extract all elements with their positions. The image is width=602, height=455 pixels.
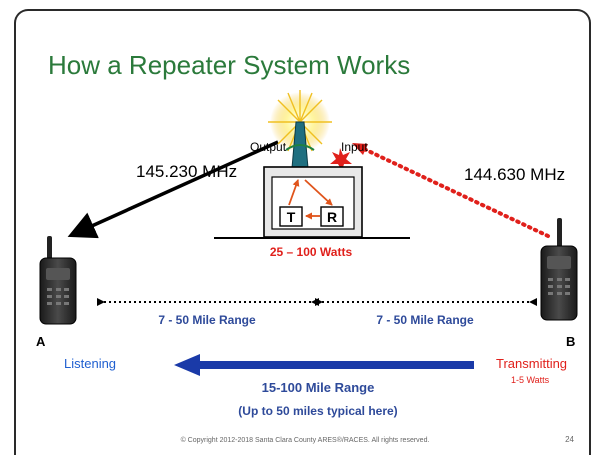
repeater-power-label: 25 – 100 Watts	[270, 245, 353, 259]
input-signal-arrow	[360, 146, 550, 238]
input-arrowhead	[352, 143, 368, 155]
transmitter-box	[279, 206, 303, 227]
receiver-box	[320, 206, 344, 227]
output-label: Output	[250, 140, 287, 154]
copyright-footer: © Copyright 2012-2018 Santa Clara County…	[181, 436, 430, 444]
handheld-radio-a-icon	[39, 236, 77, 325]
transmitter-label: T	[287, 209, 296, 225]
output-signal-arrow	[67, 140, 279, 239]
station-b-status: Transmitting	[496, 356, 567, 371]
station-a-status: Listening	[64, 356, 116, 371]
tx-to-antenna-arrow	[288, 179, 300, 206]
station-a-label: A	[36, 334, 46, 349]
page-number: 24	[565, 435, 574, 444]
right-range-label: 7 - 50 Mile Range	[376, 313, 474, 327]
repeater-building	[263, 166, 363, 238]
output-frequency-label: 145.230 MHz	[136, 162, 237, 181]
slide-frame	[14, 9, 591, 455]
station-b-power: 1-5 Watts	[511, 375, 550, 385]
slide-title: How a Repeater System Works	[48, 50, 411, 80]
input-frequency-label: 144.630 MHz	[464, 165, 565, 184]
total-range-label: 15-100 Mile Range	[262, 380, 375, 395]
receiver-label: R	[327, 209, 337, 225]
station-b-label: B	[566, 334, 575, 349]
typical-range-label: (Up to 50 miles typical here)	[238, 404, 397, 418]
input-label: Input	[341, 140, 368, 154]
left-range-label: 7 - 50 Mile Range	[158, 313, 256, 327]
handheld-radio-b-icon	[540, 218, 578, 321]
antenna-to-rx-arrow	[304, 179, 333, 206]
direct-range-arrow	[174, 354, 474, 376]
input-spark-icon	[330, 148, 352, 171]
tower-antenna-icon	[268, 90, 332, 169]
